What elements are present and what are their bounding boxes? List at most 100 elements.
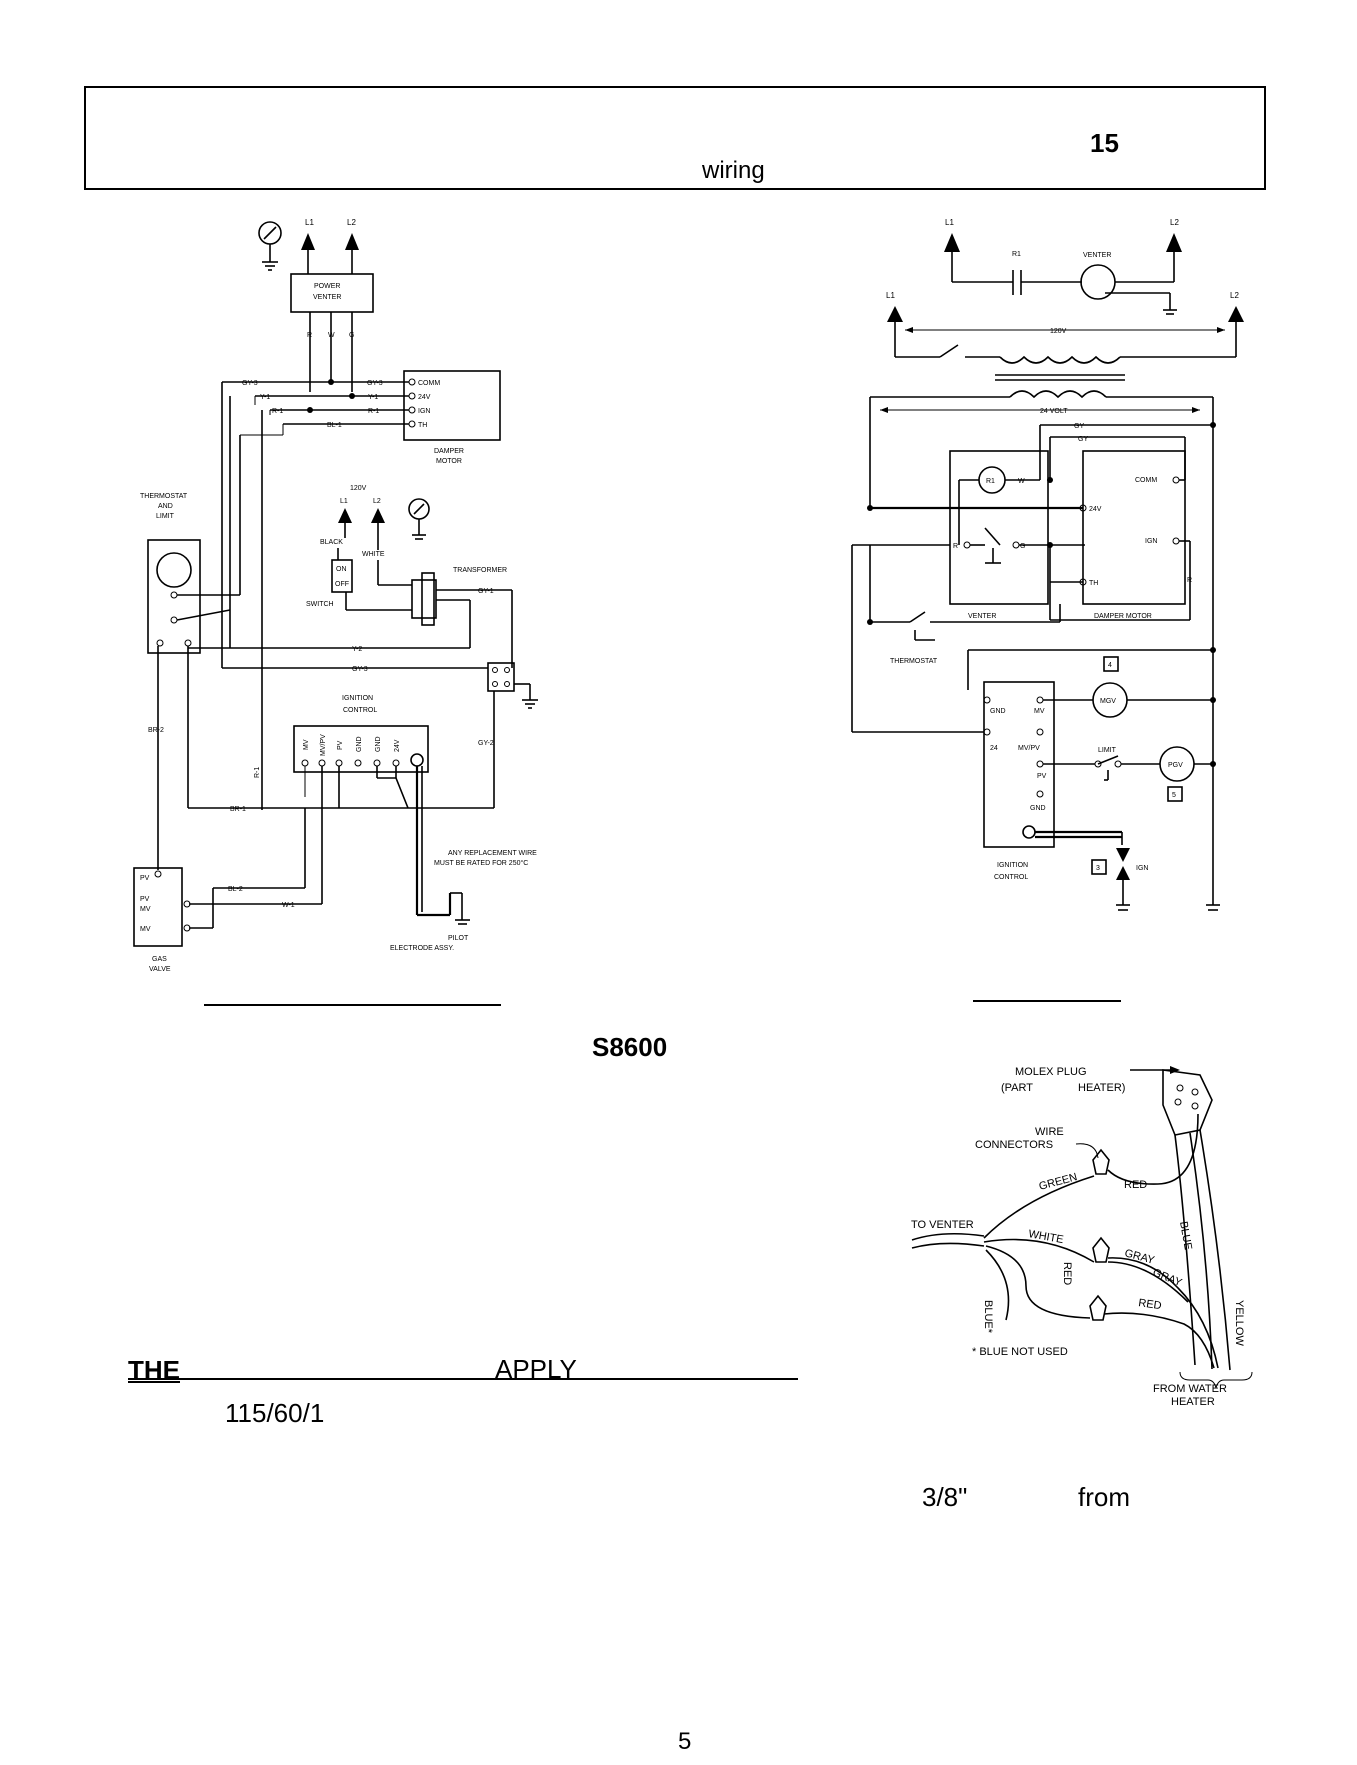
wire-br2: BR-2 [148, 727, 164, 734]
r-24v: 24 VOLT [1040, 408, 1068, 415]
gv-terminal-pv1: PV [140, 875, 150, 882]
wire-nut-1 [1092, 1148, 1110, 1175]
damper-label-1: DAMPER [434, 448, 464, 455]
ign-terminal-24v: 24V [394, 739, 401, 752]
fragment-the: THE [128, 1355, 180, 1385]
power-venter-line2: VENTER [313, 294, 341, 301]
l1-label: L1 [305, 218, 314, 227]
r-wire-r: R [1187, 577, 1192, 584]
part-label: (PART [1001, 1082, 1033, 1094]
switch-label: SWITCH [306, 601, 334, 608]
transformer-label: TRANSFORMER [453, 567, 507, 574]
gv-terminal-mv1: MV [140, 906, 151, 913]
pgv-label: PGV [1168, 762, 1183, 769]
wire-bl2: BL-2 [228, 886, 243, 893]
relay-label: R1 [986, 478, 995, 485]
wire-nut-3 [1089, 1294, 1107, 1321]
r-ign-mv: MV [1034, 708, 1045, 715]
transformer-body [411, 579, 437, 619]
damper-motor-box [403, 370, 501, 441]
mgv-label: MGV [1100, 698, 1116, 705]
r-damper-comm: COMM [1135, 477, 1157, 484]
gas-valve-box [133, 867, 183, 947]
gas-valve-line2: VALVE [149, 966, 171, 973]
molex-plug [1162, 1069, 1213, 1136]
color-blue-star: BLUE* [982, 1300, 994, 1334]
power-venter-box [290, 273, 374, 313]
note-line1: ANY REPLACEMENT WIRE [448, 850, 537, 857]
l2-arrow [345, 233, 359, 250]
supply-l2: L2 [373, 498, 381, 505]
switch-on: ON [336, 566, 347, 573]
r-ign-gnd2: GND [1030, 805, 1046, 812]
relay-pin-w: W [1018, 478, 1025, 485]
ignition-line1: IGNITION [342, 695, 373, 702]
wire-gy1: GY-1 [478, 588, 494, 595]
junction-block [487, 662, 515, 692]
r-ign-mvpv: MV/PV [1018, 745, 1040, 752]
r-120v: 120V [1050, 328, 1067, 335]
ign-terminal-mvpv: MV/PV [320, 734, 327, 756]
ignition-line2: CONTROL [343, 707, 377, 714]
fragment-spec: 115/60/1 [225, 1398, 325, 1428]
gv-terminal-pv2: PV [140, 896, 150, 903]
supply-l1: L1 [340, 498, 348, 505]
wire-gy3b: GY-3 [367, 380, 383, 387]
color-yellow: YELLOW [1233, 1300, 1245, 1346]
r-damper-box [1082, 450, 1186, 605]
thermostat-box [147, 539, 201, 654]
r-gy2: GY [1078, 436, 1088, 443]
page-number: 5 [678, 1728, 692, 1755]
note-line2: MUST BE RATED FOR 250°C [434, 859, 528, 867]
fragment-apply: APPLY [495, 1354, 577, 1384]
color-blue: BLUE [1177, 1220, 1194, 1250]
damper-terminal-24v: 24V [418, 394, 431, 401]
gv-terminal-mv2: MV [140, 926, 151, 933]
color-red-2: RED [1138, 1297, 1163, 1312]
r-ignition-line1: IGNITION [997, 862, 1028, 869]
l2-label: L2 [347, 218, 356, 227]
damper-label-2: MOTOR [436, 458, 462, 465]
r-l1-mid: L1 [886, 291, 895, 300]
header-word: wiring [702, 157, 765, 184]
relay-pin-g: G [1020, 543, 1025, 550]
r-l2-mid: L2 [1230, 291, 1239, 300]
power-switch [331, 559, 353, 593]
ignition-control-box [293, 725, 429, 773]
wire-y2: Y-2 [352, 646, 362, 653]
rule-right [973, 1000, 1121, 1002]
connectors-label: CONNECTORS [975, 1139, 1053, 1151]
r-damper-label: DAMPER MOTOR [1094, 613, 1152, 620]
damper-terminal-ign: IGN [418, 408, 430, 415]
callout-3: 3 [1096, 865, 1100, 872]
pilot-line2: ELECTRODE ASSY. [390, 945, 454, 952]
wire-w1: W-1 [282, 902, 295, 909]
r-ign-gnd: GND [990, 708, 1006, 715]
ground-symbol [258, 221, 282, 271]
r-gy1: GY [1074, 423, 1084, 430]
wire-r1v: R-1 [254, 767, 261, 778]
r-l2-top: L2 [1170, 218, 1179, 227]
ign-terminal-pv: PV [337, 740, 344, 750]
r-ign-24: 24 [990, 745, 998, 752]
supply-white: WHITE [362, 551, 385, 558]
callout-5: 5 [1172, 792, 1176, 799]
supply-volts: 120V [350, 485, 367, 492]
rule-left [204, 1004, 501, 1006]
r-ign-label: IGN [1136, 865, 1148, 872]
fragment-size: 3/8" [922, 1482, 968, 1512]
header-number: 15 [1090, 128, 1119, 158]
venter-box-label: VENTER [968, 613, 996, 620]
r-cap-label: R1 [1012, 251, 1021, 258]
wire-gy3c: GY-3 [352, 666, 368, 673]
venter-relay-box [949, 450, 1049, 605]
molex-label: MOLEX PLUG [1015, 1066, 1087, 1078]
r-l1-top: L1 [945, 218, 954, 227]
r-damper-24v: 24V [1089, 506, 1102, 513]
r-ignition-line2: CONTROL [994, 874, 1028, 881]
r-thermostat: THERMOSTAT [890, 658, 938, 665]
r-venter-label: VENTER [1083, 252, 1111, 259]
thermostat-line2: AND [158, 503, 173, 510]
